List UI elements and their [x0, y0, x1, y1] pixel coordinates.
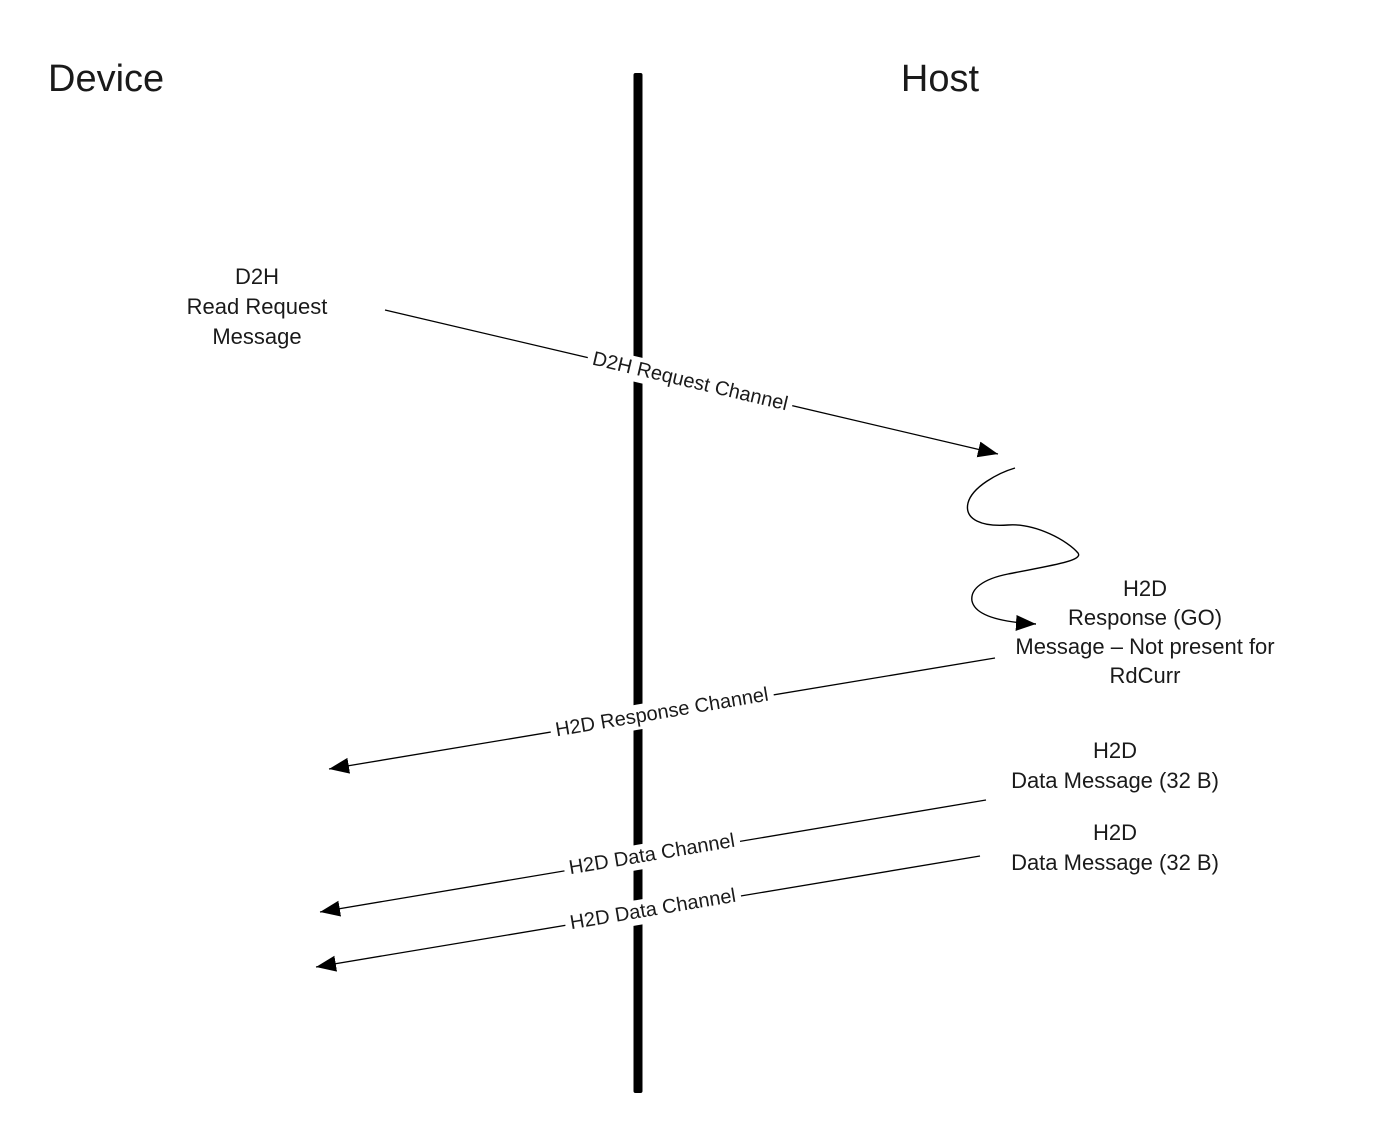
- message-line: Read Request: [186, 294, 328, 319]
- message-line: RdCurr: [1109, 663, 1181, 688]
- message-line: Data Message (32 B): [1011, 768, 1219, 793]
- h2d-data-message-2-text: H2D Data Message (32 B): [1011, 818, 1219, 878]
- h2d-response-message-text: H2D Response (GO) Message – Not present …: [1015, 574, 1274, 690]
- message-line: H2D: [1122, 576, 1167, 601]
- message-line: D2H: [234, 264, 279, 289]
- h2d-data-message-1-text: H2D Data Message (32 B): [1011, 736, 1219, 796]
- device-host-divider-line: [633, 73, 643, 1093]
- message-line: H2D: [1092, 820, 1137, 845]
- host-processing-squiggle-arrow: [966, 467, 1080, 631]
- message-line: Message – Not present for: [1015, 634, 1275, 659]
- message-line: Response (GO): [1067, 605, 1223, 630]
- host-lane-title: Host: [900, 58, 980, 100]
- message-line: Message: [212, 324, 302, 349]
- device-lane-title: Device: [48, 58, 165, 100]
- d2h-read-request-message-text: D2H Read Request Message: [187, 262, 328, 352]
- message-line: H2D: [1092, 738, 1137, 763]
- message-line: Data Message (32 B): [1011, 850, 1219, 875]
